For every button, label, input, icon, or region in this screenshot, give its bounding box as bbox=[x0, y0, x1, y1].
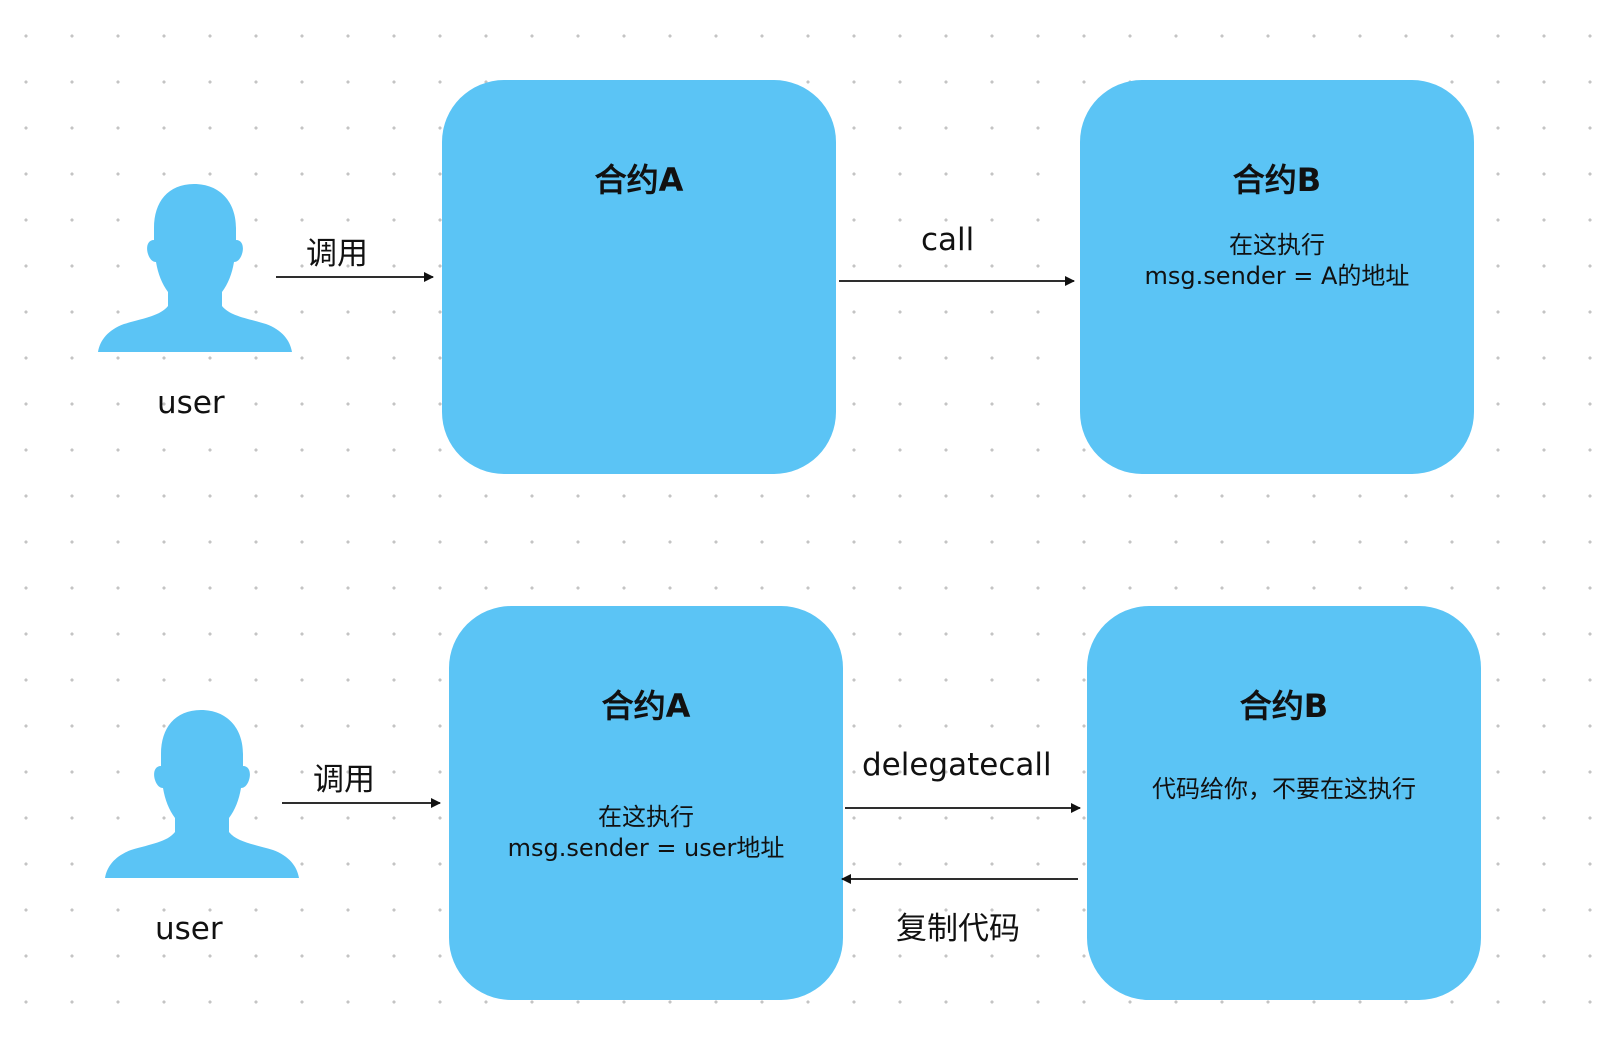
delegatecall-label: delegatecall bbox=[862, 747, 1052, 783]
user-avatar-shape bbox=[105, 710, 299, 878]
user-label: user bbox=[157, 385, 225, 421]
invoke-label: 调用 bbox=[306, 236, 368, 272]
contract-a-box[interactable]: 合约A 在这执行 msg.sender = user地址 bbox=[449, 606, 843, 1000]
contract-a-text-line-1: 在这执行 bbox=[598, 803, 694, 831]
contract-b-text-line-1: 代码给你，不要在这执行 bbox=[1152, 775, 1416, 803]
contract-b-box[interactable]: 合约B 代码给你，不要在这执行 bbox=[1087, 606, 1481, 1000]
copy-code-label: 复制代码 bbox=[896, 911, 1020, 947]
contract-a-title: 合约A bbox=[594, 161, 684, 199]
user-avatar-icon bbox=[105, 710, 299, 878]
contract-b-title: 合约B bbox=[1232, 161, 1322, 199]
contract-a-title: 合约A bbox=[601, 687, 691, 725]
user-avatar-shape bbox=[98, 184, 292, 352]
user-label: user bbox=[155, 911, 223, 947]
contract-b-text-line-1: 在这执行 bbox=[1229, 231, 1325, 259]
invoke-label: 调用 bbox=[313, 762, 375, 798]
contract-a-box[interactable]: 合约A bbox=[442, 80, 836, 474]
contract-b-title: 合约B bbox=[1239, 687, 1329, 725]
contract-a-text-line-2: msg.sender = user地址 bbox=[507, 834, 785, 862]
call-label: call bbox=[921, 222, 975, 258]
user-avatar-icon bbox=[98, 184, 292, 352]
contract-b-box[interactable]: 合约B 在这执行 msg.sender = A的地址 bbox=[1080, 80, 1474, 474]
contract-b-text-line-2: msg.sender = A的地址 bbox=[1144, 262, 1410, 290]
